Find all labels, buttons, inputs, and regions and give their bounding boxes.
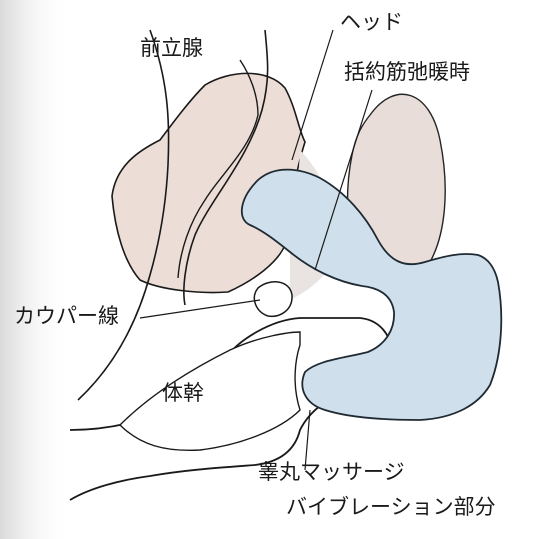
- leader-sphincter: [314, 89, 373, 271]
- leader-perineum: [304, 409, 311, 471]
- edge-shadow: [0, 0, 70, 539]
- leader-head: [291, 29, 334, 161]
- massager-device: [241, 168, 503, 421]
- label-perineum-line2: バイブレーション部分: [286, 495, 496, 519]
- label-head: ヘッド: [340, 10, 403, 34]
- shaft-body: [119, 331, 301, 452]
- urethra-line-left: [77, 29, 170, 401]
- leader-cowper: [139, 299, 261, 319]
- duct-line: [177, 59, 259, 279]
- label-cowper: カウパー線: [14, 304, 119, 328]
- label-body: 体幹: [162, 381, 204, 405]
- cowper-gland: [253, 281, 293, 318]
- urethra-line-right: [183, 29, 269, 306]
- prostate-gland: [111, 72, 306, 294]
- label-prostate: 前立腺: [140, 36, 203, 60]
- label-perineum-line1: 睾丸マッサージ: [258, 460, 405, 484]
- label-sphincter: 括約筋弛暖時: [344, 60, 470, 84]
